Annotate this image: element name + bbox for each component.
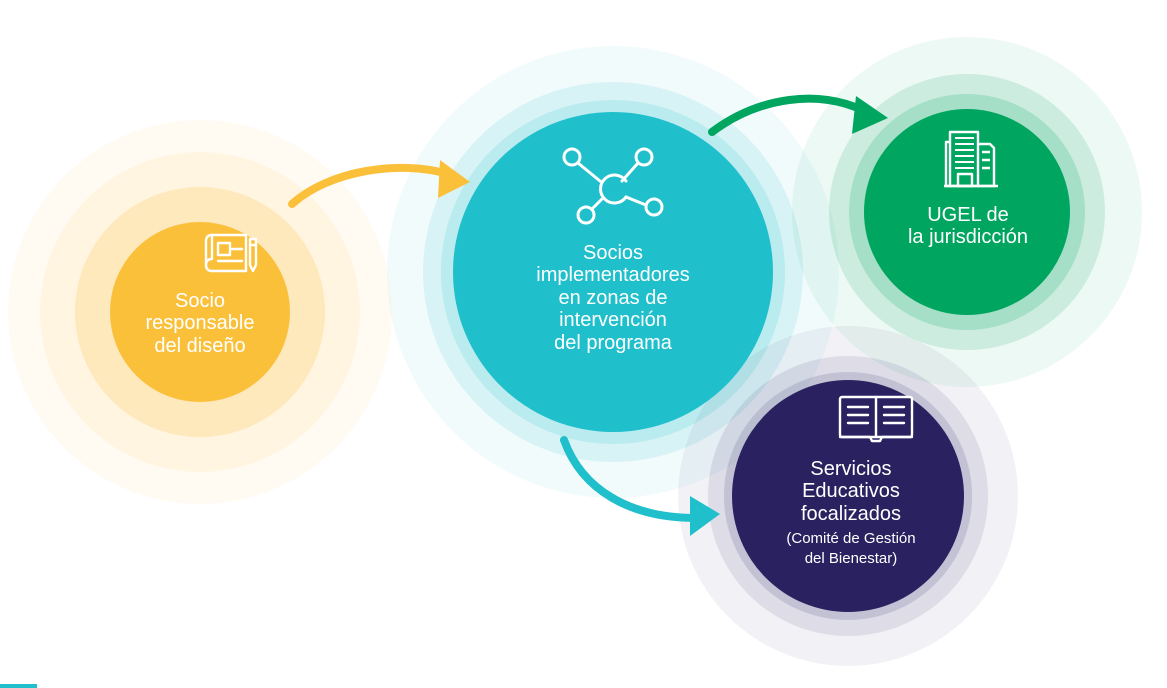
ugel-node-circle [864,109,1070,315]
network-icon [560,145,666,227]
services-node-label: Servicios Educativos focalizados (Comité… [768,458,934,568]
edge-implement-to-ugel [708,94,888,136]
ugel-label-line-1: UGEL de [927,204,1009,226]
implement-label-line-1: Socios [582,242,644,264]
design-label-line-3: del diseño [154,334,246,357]
implement-label-line-2: implementadores [536,264,690,287]
services-label-line-1: Servicios [810,458,892,480]
services-sub-label: (Comité de Gestión del Bienestar) [768,529,934,568]
implement-node-circle [453,112,773,432]
open-book-icon [836,393,916,445]
implement-label-line-4: intervención [559,309,667,332]
blueprint-icon [202,231,266,275]
design-node-label: Socio responsable del diseño [130,290,270,357]
ugel-label-line-2: la jurisdicción [907,226,1029,249]
implement-label-line-3: en zonas de [558,286,668,309]
services-sub-line-1: (Comité de Gestión [786,530,916,548]
ugel-node-label: UGEL de la jurisdicción [880,204,1056,249]
edge-implement-to-services [560,436,720,536]
implement-label-line-5: del programa [554,331,672,354]
services-label-line-3: focalizados [800,502,902,525]
footer-accent-bar [0,684,37,688]
design-label-line-2: responsable [145,312,255,335]
edge-design-to-implement [288,160,470,208]
services-sub-line-2: del Bienestar) [804,549,898,567]
building-icon [944,128,1000,190]
design-label-line-1: Socio [174,290,226,312]
services-label-line-2: Educativos [802,480,900,503]
implement-node-label: Socios implementadores en zonas de inter… [513,242,713,354]
